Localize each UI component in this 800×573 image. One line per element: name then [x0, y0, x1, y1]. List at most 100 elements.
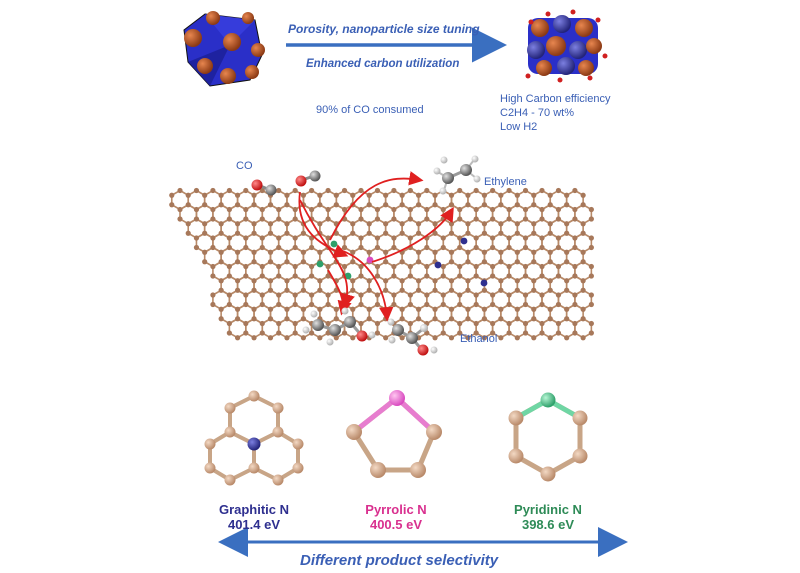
carbon-atom [276, 216, 282, 222]
carbon-atom [358, 244, 364, 251]
carbon-atom [292, 301, 298, 308]
carbon-atom [243, 216, 249, 222]
carbon-atom [580, 316, 586, 322]
carbon-atom [531, 306, 537, 312]
carbon-atom [374, 273, 381, 279]
carbon-atom [522, 206, 529, 213]
carbon-atom [588, 292, 594, 298]
carbon-atom [481, 202, 488, 208]
graphitic-n-dopant [434, 261, 442, 269]
carbon-atom [276, 187, 282, 194]
carbon-atom [193, 216, 200, 222]
carbon-atom [407, 206, 413, 213]
carbon-atom [374, 330, 381, 336]
carbon-atom [309, 273, 315, 279]
carbon-atom [218, 316, 224, 322]
carbon-atom [234, 306, 241, 312]
carbon-atom [325, 216, 331, 222]
carbon-atom [448, 221, 455, 227]
carbon-atom [498, 249, 504, 255]
carbon-atom [424, 301, 430, 308]
carbon-atom [514, 335, 520, 341]
carbon-atom [498, 221, 504, 227]
carbon-atom [210, 301, 216, 308]
carbon-atom [251, 306, 257, 312]
carbon-atom [448, 249, 455, 255]
carbon-atom [407, 235, 413, 241]
carbon-atom [259, 320, 265, 327]
carbon-atom [234, 278, 241, 284]
carbon-atom [539, 320, 545, 327]
carbon-atom [276, 206, 282, 213]
carbon-atom [547, 287, 553, 293]
carbon-atom [341, 187, 348, 194]
carbon-atom [358, 273, 364, 279]
carbon-atom [531, 316, 537, 322]
carbon-atom [374, 187, 381, 194]
carbon-atom [473, 263, 479, 270]
carbon-atom [555, 216, 562, 222]
carbon-atom [448, 259, 455, 265]
carbon-atom [391, 263, 397, 270]
carbon-atom [267, 278, 274, 284]
carbon-atom [564, 192, 570, 198]
efficiency-line-2: C2H4 - 70 wt% [500, 107, 574, 119]
carbon-atom [481, 230, 488, 236]
carbon-atom [251, 259, 257, 265]
carbon-atom [432, 306, 438, 312]
carbon-atom [440, 320, 446, 327]
carbon-atom [366, 278, 372, 284]
carbon-atom [465, 278, 471, 284]
graphene-hex [228, 317, 247, 339]
carbon-atom [415, 278, 422, 284]
carbon-atom [177, 187, 183, 194]
carbon-atom [547, 221, 553, 227]
carbon-atom [391, 292, 397, 298]
carbon-atom [350, 287, 356, 293]
carbon-atom [399, 221, 405, 227]
carbon-atom [465, 221, 471, 227]
carbon-atom [473, 187, 479, 194]
carbon-atom [317, 202, 323, 208]
carbon-atom [399, 335, 405, 341]
carbon-atom [531, 249, 537, 255]
carbon-atom [448, 287, 455, 293]
carbon-atom [267, 221, 274, 227]
carbon-atom [259, 330, 265, 336]
motif-pyrrolic: Pyrrolic N 400.5 eV [336, 502, 456, 532]
carbon-atom [547, 306, 553, 312]
carbon-atom [193, 235, 200, 241]
carbon-atom [350, 192, 356, 198]
carbon-atom [572, 216, 578, 222]
carbon-atom [292, 320, 298, 327]
carbon-atom [374, 301, 381, 308]
carbon-atom [490, 292, 496, 298]
carbon-atom [292, 244, 298, 251]
carbon-atom [300, 335, 307, 341]
carbon-atom [448, 192, 455, 198]
carbon-atom [383, 335, 389, 341]
graphitic-n-dopant [460, 237, 468, 245]
carbon-atom [588, 216, 594, 222]
carbon-atom [309, 330, 315, 336]
crystal-left [183, 11, 265, 87]
carbon-atom [358, 235, 364, 241]
carbon-atom [284, 259, 290, 265]
carbon-atom [465, 306, 471, 312]
carbon-atom [473, 292, 479, 298]
pyrrolic-n-dopant [366, 256, 374, 264]
carbon-atom [210, 292, 216, 298]
carbon-atom [514, 316, 520, 322]
carbon-atom [309, 263, 315, 270]
arrow-top-label: Porosity, nanoparticle size tuning [288, 22, 480, 36]
carbon-atom [415, 249, 422, 255]
carbon-atom [391, 301, 397, 308]
carbon-atom [399, 306, 405, 312]
carbon-atom [251, 287, 257, 293]
carbon-atom [490, 244, 496, 251]
carbon-atom [193, 244, 200, 251]
carbon-atom [531, 278, 537, 284]
carbon-atom [572, 263, 578, 270]
carbon-atom [350, 259, 356, 265]
carbon-atom [234, 316, 241, 322]
